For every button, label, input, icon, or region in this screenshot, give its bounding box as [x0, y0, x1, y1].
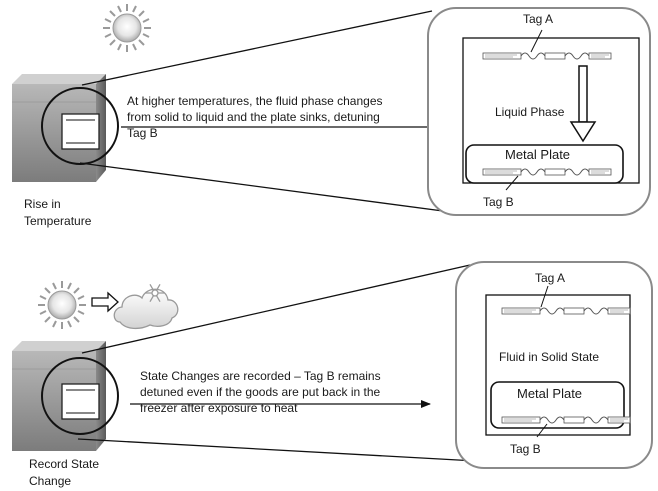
description-line: freezer after exposure to heat	[140, 401, 298, 415]
magnifier-circle	[41, 357, 119, 435]
down-arrow-icon	[569, 65, 597, 143]
description-text: State Changes are recorded – Tag B remai…	[140, 368, 381, 416]
phase-label: Liquid Phase	[495, 105, 565, 119]
transition-arrow-icon	[91, 291, 119, 313]
tag-b-label: Tag B	[483, 195, 514, 209]
description-line: State Changes are recorded – Tag B remai…	[140, 369, 381, 383]
top-panel	[12, 4, 651, 216]
sun-icon	[38, 281, 86, 329]
tag-a-label: Tag A	[535, 271, 566, 285]
description-line: At higher temperatures, the fluid phase …	[127, 94, 383, 108]
caption-line: Temperature	[24, 214, 92, 228]
tag-b-antenna	[482, 168, 612, 176]
description-line: from solid to liquid and the plate sinks…	[127, 110, 380, 124]
caption-line: Rise in	[24, 197, 61, 211]
metal-plate-label: Metal Plate	[505, 147, 571, 162]
phase-label: Fluid in Solid State	[499, 350, 600, 364]
caption-rise-in-temperature: Rise in Temperature	[24, 196, 91, 230]
sensor-thumbnail	[61, 113, 100, 150]
sun-icon	[103, 4, 151, 52]
metal-plate	[490, 381, 625, 429]
tag-a-antenna	[482, 52, 612, 60]
description-line: detuned even if the goods are put back i…	[140, 385, 381, 399]
tag-a-label: Tag A	[523, 12, 554, 26]
caption-line: Record State	[29, 457, 100, 471]
tag-b-antenna	[501, 416, 631, 424]
description-line: Tag B	[127, 126, 158, 140]
description-text: At higher temperatures, the fluid phase …	[127, 93, 383, 141]
magnifier-circle	[41, 87, 119, 165]
metal-plate-label: Metal Plate	[517, 386, 583, 401]
tag-a-antenna	[501, 307, 631, 315]
caption-record-state-change: Record State Change	[29, 456, 99, 490]
sensor-thumbnail	[61, 383, 100, 420]
snow-cloud-icon	[113, 283, 179, 330]
sensor-container	[485, 294, 631, 436]
caption-line: Change	[29, 474, 72, 488]
tag-b-label: Tag B	[510, 442, 541, 456]
bottom-panel	[12, 261, 653, 469]
